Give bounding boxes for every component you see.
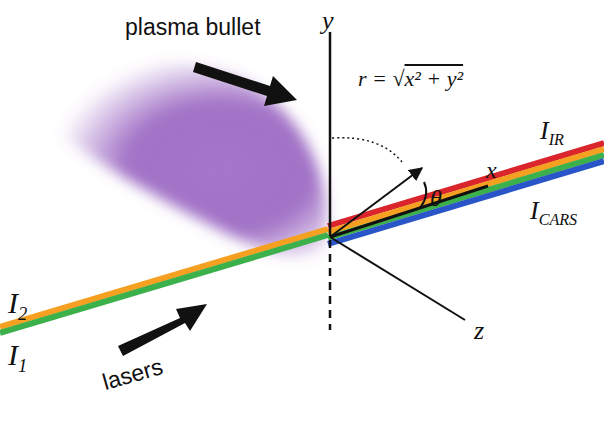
input-beams xyxy=(0,229,328,333)
bullet-arrow xyxy=(193,62,297,106)
angle-label: θ xyxy=(430,186,442,210)
axes xyxy=(330,32,488,330)
bullet-label: plasma bullet xyxy=(125,16,261,39)
laser-label: lasers xyxy=(100,355,165,394)
beam-label: IIR xyxy=(540,118,564,148)
laser-arrow xyxy=(118,304,207,356)
beam-label: I1 xyxy=(8,340,27,375)
radius-formula: r = √x² + y² xyxy=(358,68,463,90)
beam-label: ICARS xyxy=(530,198,577,228)
axis-label: y xyxy=(322,8,334,34)
plasma-bullet xyxy=(46,62,327,256)
axis-label: z xyxy=(474,318,484,344)
beam-label: I2 xyxy=(8,288,27,323)
axis-label: x xyxy=(486,158,497,182)
output-beams xyxy=(328,143,604,244)
